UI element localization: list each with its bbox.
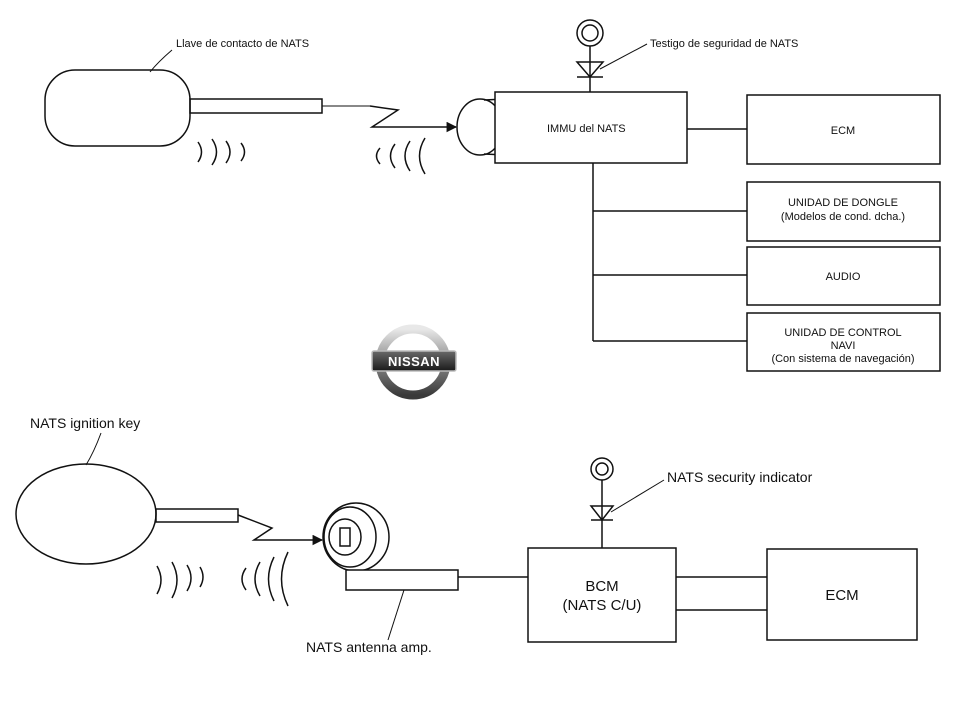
- bottom-bcm-line1: BCM: [585, 578, 618, 595]
- bottom-signal-arrow: [237, 514, 324, 546]
- top-key-label: Llave de contacto de NATS: [176, 38, 309, 50]
- bottom-ignition-key: [15, 463, 239, 565]
- bottom-indicator-label: NATS security indicator: [667, 469, 813, 485]
- top-key-leader: [149, 49, 173, 73]
- bottom-indicator-lamp-icon: [589, 457, 665, 548]
- bottom-antenna-label: NATS antenna amp.: [306, 639, 432, 655]
- top-key-wave-icon: [197, 138, 246, 166]
- bottom-key-leader: [85, 432, 102, 466]
- top-immu-box: [494, 91, 688, 164]
- bottom-bcm-line2: (NATS C/U): [563, 597, 642, 614]
- top-navi-line1: UNIDAD DE CONTROL: [784, 327, 901, 339]
- top-signal-arrow: [369, 105, 458, 133]
- top-antenna-wave-icon: [375, 137, 426, 175]
- top-ignition-key: [44, 69, 370, 147]
- bottom-bcm-box: [527, 547, 677, 643]
- top-dongle-line1: UNIDAD DE DONGLE: [788, 197, 898, 209]
- bottom-antenna-coil: [322, 502, 390, 572]
- bottom-ecm-label: ECM: [825, 587, 858, 604]
- top-dongle-line2: (Modelos de cond. dcha.): [781, 211, 905, 223]
- top-dongle-box: [746, 181, 941, 242]
- top-ecm-label: ECM: [831, 125, 855, 137]
- bottom-antenna-wave-icon: [241, 551, 289, 607]
- bottom-key-label: NATS ignition key: [30, 415, 140, 431]
- bottom-antenna-leader: [387, 589, 405, 641]
- top-indicator-lamp-icon: [575, 19, 648, 92]
- bottom-key-wave-icon: [156, 561, 204, 599]
- nissan-logo: NISSAN: [371, 324, 457, 400]
- top-navi-line3: (Con sistema de navegación): [771, 353, 914, 365]
- bottom-ecm-box: [766, 548, 918, 641]
- top-indicator-label: Testigo de seguridad de NATS: [650, 38, 798, 50]
- bottom-diagram: NATS ignition key NATS antenna am: [15, 415, 918, 655]
- top-navi-line2: NAVI: [831, 340, 856, 352]
- top-ecm-box: [746, 94, 941, 165]
- top-audio-label: AUDIO: [826, 271, 861, 283]
- top-navi-box: [746, 312, 941, 372]
- top-audio-box: [746, 246, 941, 306]
- top-immu-label: IMMU del NATS: [547, 123, 626, 135]
- top-diagram: Llave de contacto de NATS IMMU del NATS: [44, 19, 941, 372]
- nissan-logo-text: NISSAN: [388, 354, 440, 369]
- bottom-antenna-amp: [345, 569, 459, 591]
